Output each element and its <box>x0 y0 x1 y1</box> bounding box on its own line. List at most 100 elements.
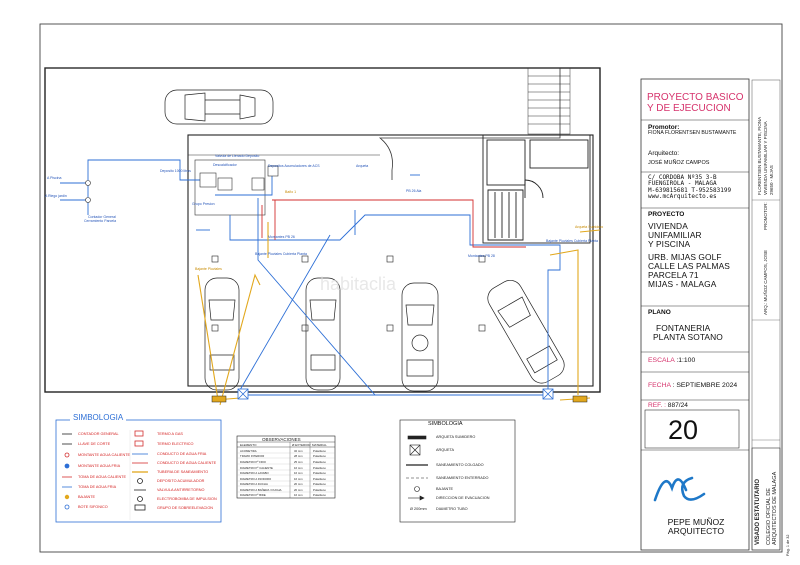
proyecto-label: PROYECTO <box>648 211 685 218</box>
car-parked <box>305 277 341 391</box>
observaciones-row-rules <box>237 452 335 493</box>
observaciones-cell: 16 mm <box>294 471 303 475</box>
promotor-block: Promotor: FIONA FLORENTSEN BUSTAMANTE Ar… <box>648 124 736 167</box>
label-montantes-pb28: Montantes PB 28 <box>468 254 495 258</box>
plano-line: PLANTA SOTANO <box>653 332 723 343</box>
legend-item: TOMA DE AGUA FRIA <box>78 485 117 489</box>
observaciones-cell: 20 mm <box>294 487 303 492</box>
side-strip-text: VIVIENDA UNIFAMILIAR Y PISCINA <box>763 121 768 195</box>
firm-line: PEPE MUÑOZ <box>667 517 725 527</box>
legend-item: GRUPO DE SOBREELEVACION <box>157 506 214 510</box>
plano-line: FONTANERIA <box>656 323 711 334</box>
legend-2-item: ARQUETA SUMIDERO <box>436 435 476 439</box>
site-line: PARCELA 71 <box>648 270 699 281</box>
simbologia-2-title: SIMBOLOGIA <box>428 421 463 427</box>
legend-item: CONTADOR GENERAL <box>78 432 119 436</box>
address-line: M-639815681 T-952583199 <box>648 186 732 194</box>
car-parked <box>401 282 439 392</box>
legend-2-item: ARQUETA <box>436 448 455 452</box>
promotor-value: FIONA FLORENTSEN BUSTAMANTE <box>648 130 737 137</box>
page-number: Pág. 1 de 32 <box>786 534 790 556</box>
simbologia-title: SIMBOLOGIA <box>70 413 127 423</box>
observaciones-cell: 20 mm <box>294 482 303 486</box>
legend-item: MONTANTE AGUA FRIA <box>78 464 121 468</box>
architect-value: JOSÉ MUÑOZ CAMPOS <box>648 159 710 166</box>
cold-water-pipes <box>60 159 561 396</box>
proyecto-line: VIVIENDA <box>648 221 688 232</box>
structural-columns <box>211 255 486 332</box>
side-strip-text: 29650 - MIJAS <box>769 165 774 195</box>
address-line: FUENGIROLA - MALAGA <box>648 180 717 188</box>
observaciones-cell: 28 mm <box>294 454 303 458</box>
access-ramp <box>45 67 561 180</box>
proyecto-block: PROYECTO VIVIENDA UNIFAMILIAR Y PISCINA … <box>648 211 730 290</box>
legend-2-item: DIRECCION DE EVACUACION <box>436 496 490 500</box>
legend-2-item: DIAMETRO TUBO <box>436 507 468 511</box>
observaciones-cell: Polietileno <box>313 448 326 453</box>
label-depositos-acs: Depositos Acumuladores de ACS <box>268 164 320 168</box>
side-promotor: PROMOTOR: <box>763 202 768 230</box>
legend-item: LLAVE DE CORTE <box>78 442 111 446</box>
label-contador: Contador General <box>88 215 116 219</box>
arqueta-sumidero <box>211 395 227 403</box>
legend-symbols <box>62 430 148 511</box>
observaciones-title: OBSERVACIONES <box>262 437 301 442</box>
observaciones-cell: DIAMETRO Pº CALIENTE <box>240 465 273 470</box>
observaciones-header: Ø EXTERIOR <box>292 443 311 447</box>
label-bajante-left: Bajante Pluviales Cubierta Planta <box>255 252 307 256</box>
fecha-row: FECHA : SEPTIEMBRE 2024 <box>648 382 737 389</box>
proyecto-line: Y PISCINA <box>648 239 691 250</box>
car-angled <box>487 280 565 384</box>
project-heading: PROYECTO BASICO Y DE EJECUCION <box>647 92 744 115</box>
legend-item: TOMA DE AGUA CALIENTE <box>78 475 127 479</box>
observaciones-cell: Polietileno <box>313 459 326 464</box>
legend-box <box>55 419 222 523</box>
plano-block: PLANO FONTANERIA PLANTA SOTANO <box>648 309 723 342</box>
legend-item: ELECTROBOMBA DE IMPULSION <box>157 497 217 501</box>
observaciones-cell: 16 mm <box>294 465 303 470</box>
legend-box-2 <box>399 419 516 523</box>
escala-value: :1:100 <box>676 357 696 364</box>
plano-label: PLANO <box>648 309 671 316</box>
label-descalcificador: Descalcificador <box>213 163 238 167</box>
fecha-value: : SEPTIEMBRE 2024 <box>672 382 738 389</box>
observaciones-header: ELEMENTO <box>240 443 257 447</box>
label-a-piscina: A Piscina <box>47 176 61 180</box>
observaciones-cell: 16 mm <box>294 493 303 497</box>
legend-item: TUBERIA DE SANEAMIENTO <box>157 470 209 474</box>
address-block: C/ CORDOBA Nº35 3-B FUENGIROLA - MALAGA … <box>648 174 732 201</box>
basement-inner-wall <box>187 134 594 387</box>
visado-title: VISADO ESTATUTARIO <box>755 479 761 545</box>
observaciones-cell: Polietileno <box>313 487 326 492</box>
legend-item: TERMO ELECTRICO <box>157 442 194 446</box>
fecha-label: FECHA <box>648 382 671 389</box>
label-pb26: PB 26 Ala <box>406 189 421 193</box>
proyecto-line: UNIFAMILIAR <box>648 230 702 241</box>
side-strip-text: FLORENTSEN BUSTAMANTE, FIONA <box>757 116 762 195</box>
legend-item: BAJANTE <box>78 495 96 499</box>
observaciones-table <box>236 435 336 499</box>
label-bano: Baño 1 <box>285 190 296 194</box>
observaciones-cell: TRAMO INTERIOR <box>240 454 265 458</box>
side-architect: ARQ.: MUÑOZ CAMPOS, JOSE <box>763 249 768 315</box>
label-montantes-pb26: Montantes PB 26 <box>268 235 295 239</box>
title-block-frame <box>640 78 750 551</box>
observaciones-cell: ACOMETIDA <box>240 448 257 453</box>
legend-item: VALVULA ANTIRRETORNO <box>157 488 205 492</box>
sheet-number: 20 <box>668 415 699 445</box>
promotor-label: Promotor: <box>648 124 680 131</box>
firm-line: ARQUITECTO <box>667 526 725 537</box>
ref-label: REF. : <box>648 402 666 409</box>
legend-item: BOTE SIFONICO <box>78 505 108 509</box>
ref-value: 887/24 <box>667 402 688 409</box>
label-grupo-presion: Grupo Presion <box>192 202 215 206</box>
watermark: habitaclia <box>320 274 397 294</box>
observaciones-cell: Polietileno <box>313 465 326 470</box>
legend-2-item: BAJANTE <box>436 487 454 491</box>
diameter-symbol: Ø 200mm <box>410 507 427 511</box>
escala-label: ESCALA <box>648 357 675 364</box>
hot-water-pipes <box>261 199 526 248</box>
architect-label: Arquitecto: <box>648 149 680 157</box>
address-line: www.mcArquitecto.es <box>648 193 717 201</box>
